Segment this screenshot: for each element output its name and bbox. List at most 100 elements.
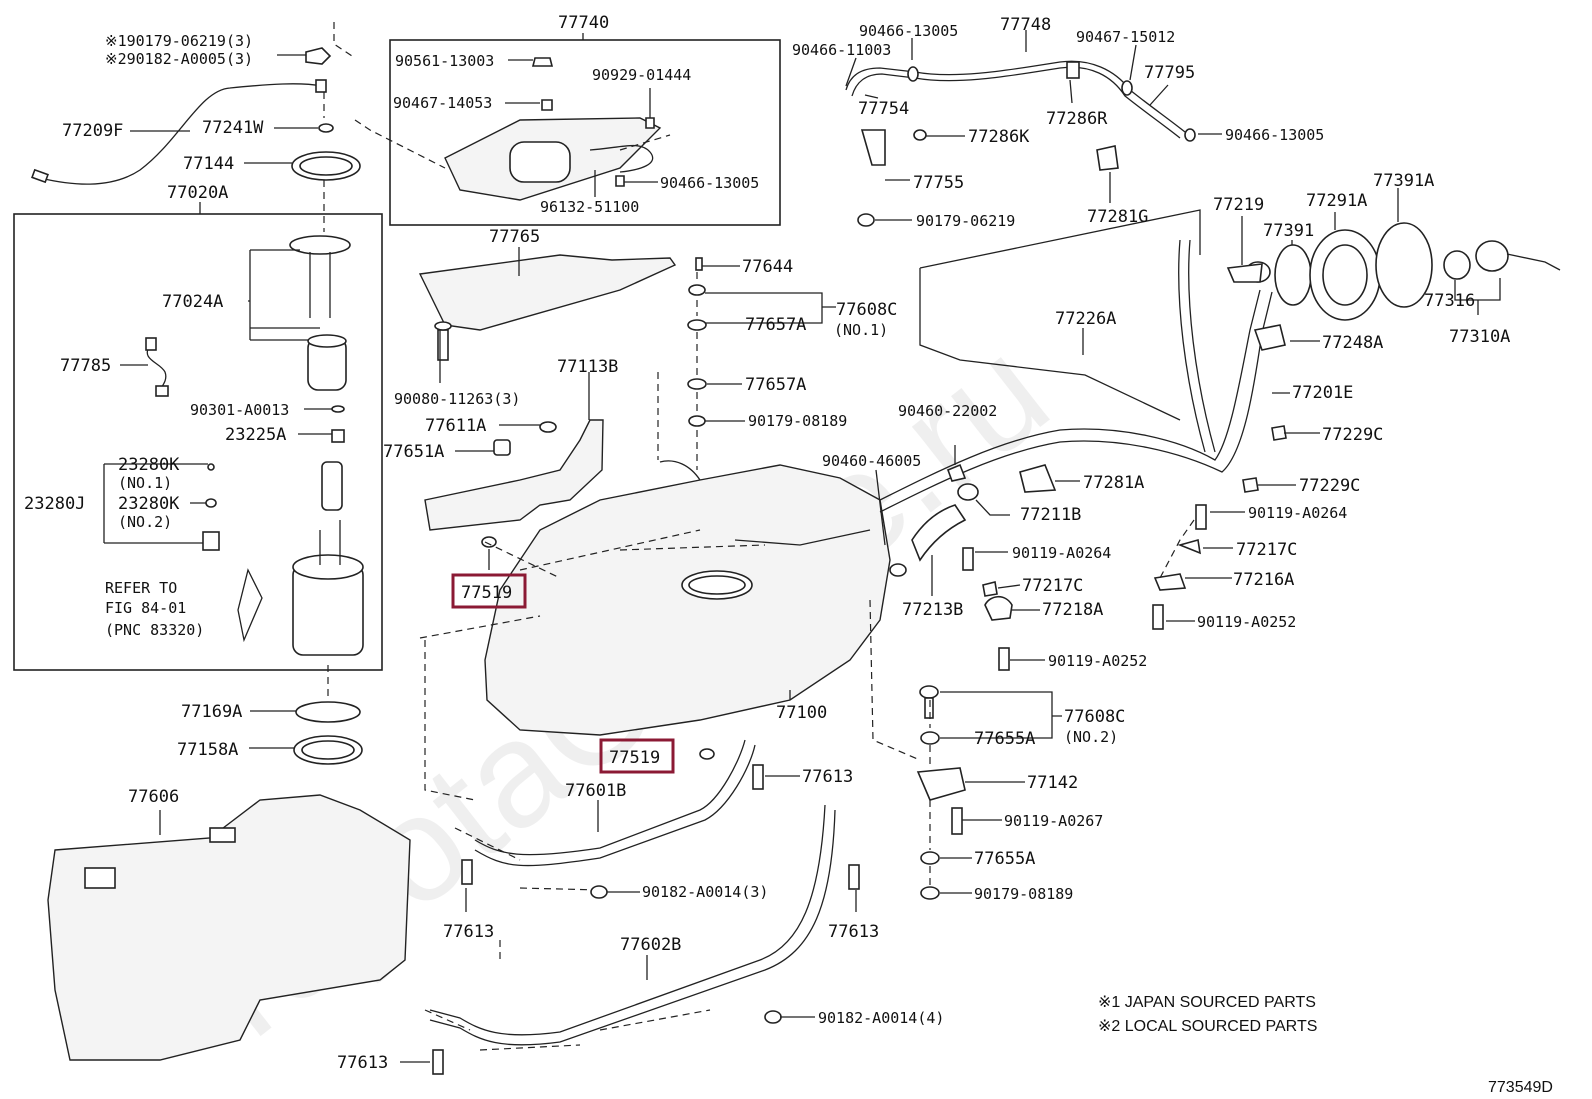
bolt-90080 [434, 321, 452, 361]
label-90467-15012: 90467-15012 [1076, 28, 1175, 46]
label-no2-a: (NO.2) [118, 513, 172, 531]
label-77608c-no1: 77608C [836, 300, 897, 320]
leader-lines-straps [400, 775, 857, 1063]
leader-lines-right-middle [875, 432, 1320, 661]
label-77651a: 77651A [383, 442, 444, 462]
label-77286k: 77286K [968, 127, 1030, 147]
label-77644: 77644 [742, 257, 793, 277]
group-box-77740 [389, 39, 781, 226]
label-refer-to: REFER TO [105, 579, 177, 597]
label-77765: 77765 [489, 227, 540, 247]
label-77795: 77795 [1144, 63, 1195, 83]
gasket-77241w [318, 123, 334, 133]
label-90119-a0264-a: 90119-A0264 [1248, 504, 1347, 522]
label-90466-13005-a: 90466-13005 [660, 174, 759, 192]
label-77291a: 77291A [1306, 191, 1367, 211]
breather-tube-77226a [919, 209, 1216, 453]
leader-lines-77740 [505, 33, 658, 197]
fuel-tank-77100 [484, 460, 891, 736]
label-77754: 77754 [858, 99, 909, 119]
label-77020a: 77020A [167, 183, 228, 203]
diagram-id: 773549D [1488, 1079, 1553, 1096]
label-77158a: 77158A [177, 740, 238, 760]
label-23225a: 23225A [225, 425, 286, 445]
fuel-pump-23280j [202, 461, 343, 551]
label-77219: 77219 [1213, 195, 1264, 215]
label-90119-a0252-a: 90119-A0252 [1197, 613, 1296, 631]
label-77100: 77100 [776, 703, 827, 723]
label-90466-13005-c: 90466-13005 [1225, 126, 1324, 144]
label-90301: 90301-A0013 [190, 401, 289, 419]
label-77286r: 77286R [1046, 109, 1108, 129]
o-ring-90301 [331, 405, 345, 413]
label-77655a-2: 77655A [974, 849, 1035, 869]
label-77281g: 77281G [1087, 207, 1148, 227]
label-77391: 77391 [1263, 221, 1314, 241]
label-90182-a0014-3: 90182-A0014(3) [642, 883, 768, 901]
label-77281a: 77281A [1083, 473, 1144, 493]
label-77613-a: 77613 [802, 767, 853, 787]
note-japan-bolt: ※190179-06219(3) [105, 32, 253, 50]
label-77218a: 77218A [1042, 600, 1103, 620]
label-90179-08189-b: 90179-08189 [974, 885, 1073, 903]
leader-lines-filler-cap [1082, 188, 1501, 394]
filter-23225a [331, 429, 345, 443]
fuel-tank-band-77601b [461, 739, 764, 899]
leader-lines-77608c2 [940, 691, 1062, 894]
highlight-77519-lower [599, 738, 675, 774]
label-77611a: 77611A [425, 416, 486, 436]
label-77310a: 77310A [1449, 327, 1510, 347]
wire-harness-77785 [145, 337, 169, 397]
label-77613-b: 77613 [443, 922, 494, 942]
label-96132: 96132-51100 [540, 198, 639, 216]
note-local-sourced: ※2 LOCAL SOURCED PARTS [1098, 1018, 1317, 1035]
label-90119-a0264-b: 90119-A0264 [1012, 544, 1111, 562]
label-77213b: 77213B [902, 600, 963, 620]
label-90467-14053: 90467-14053 [393, 94, 492, 112]
label-77024a: 77024A [162, 292, 223, 312]
leader-lines-left [103, 54, 332, 835]
label-77785: 77785 [60, 356, 111, 376]
label-90182-a0014-4: 90182-A0014(4) [818, 1009, 944, 1027]
label-23280k-no1: 23280K [118, 455, 180, 475]
label-77217c-2: 77217C [1022, 576, 1083, 596]
highlight-77519-upper [451, 573, 527, 609]
label-77748: 77748 [1000, 15, 1051, 35]
label-77613-c: 77613 [828, 922, 879, 942]
assembly-line-pump [323, 92, 329, 700]
label-77657a-1: 77657A [745, 315, 806, 335]
group-box-77020a [13, 213, 383, 671]
label-90466-13005-b: 90466-13005 [859, 22, 958, 40]
vent-hose-77748 [845, 60, 1196, 142]
label-77391a: 77391A [1373, 171, 1434, 191]
note-local-bolt: ※290182-A0005(3) [105, 50, 253, 68]
label-90466-11003: 90466-11003 [792, 41, 891, 59]
label-77740: 77740 [558, 13, 609, 33]
label-77519-upper: 77519 [461, 583, 512, 603]
label-77241w: 77241W [202, 118, 264, 138]
label-77201e: 77201E [1292, 383, 1353, 403]
label-23280j: 23280J [24, 494, 85, 514]
fuel-pump-cover-77024a [289, 235, 351, 391]
cushion-77651a [493, 439, 511, 456]
label-90119-a0267: 90119-A0267 [1004, 812, 1103, 830]
bolt-90179-06219 [305, 47, 332, 65]
label-77655a-1: 77655A [974, 729, 1035, 749]
protector-77113b [424, 419, 604, 531]
canister-cover-77765 [418, 254, 677, 331]
assembly-line-right [419, 519, 1195, 1051]
gasket-77169a [295, 701, 361, 723]
label-90460-46005: 90460-46005 [822, 452, 921, 470]
gasket-77519-upper [481, 536, 497, 548]
label-77113b: 77113B [557, 357, 618, 377]
retainer-77158a [293, 735, 363, 765]
label-77169a: 77169A [181, 702, 242, 722]
label-90179-08189-a: 90179-08189 [748, 412, 847, 430]
label-90460-22002: 90460-22002 [898, 402, 997, 420]
filler-cap-parts [1226, 222, 1561, 351]
fuel-tank-band-77602b [429, 804, 860, 1075]
label-77211b: 77211B [1020, 505, 1081, 525]
label-77144: 77144 [183, 154, 234, 174]
label-90561: 90561-13003 [395, 52, 494, 70]
stopper-77608c-no2 [916, 685, 966, 900]
